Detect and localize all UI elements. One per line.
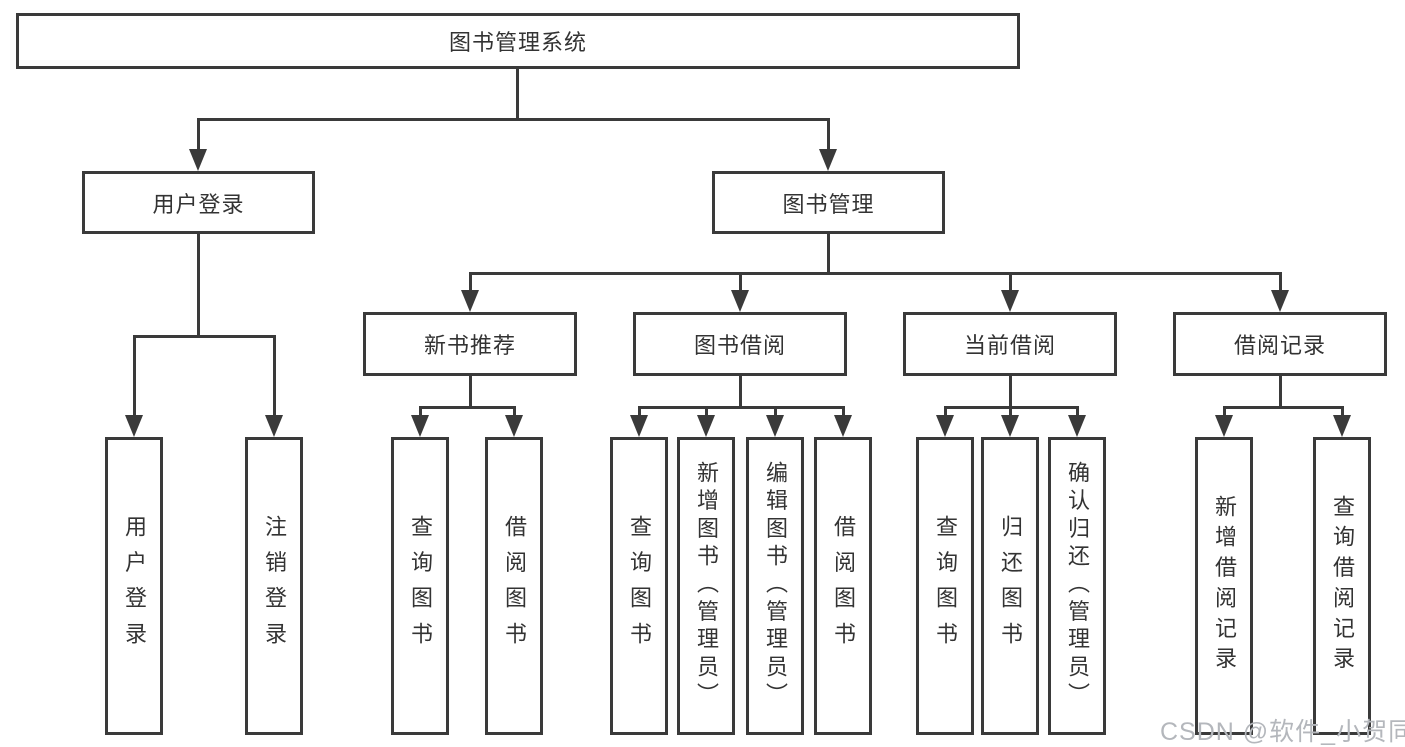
connector-line	[197, 234, 200, 335]
connector-line	[469, 272, 1282, 275]
leaf-label: 新增图书（管理员）	[694, 461, 719, 711]
node-label: 借阅记录	[1233, 333, 1326, 358]
node-label: 图书借阅	[693, 333, 786, 358]
connector-line	[638, 406, 641, 417]
leaf-borrow-books: 借阅图书	[814, 437, 872, 735]
node-book-management: 图书管理	[712, 171, 945, 234]
connector-line	[419, 406, 422, 417]
leaf-label: 借阅图书	[502, 514, 527, 658]
node-new-book-recommendation: 新书推荐	[363, 312, 577, 376]
arrowhead-icon	[1001, 290, 1019, 312]
connector-line	[705, 406, 708, 417]
leaf-user-login: 用户登录	[105, 437, 163, 735]
leaf-query-books-borrowing: 查询图书	[610, 437, 668, 735]
connector-line	[1341, 406, 1344, 417]
arrowhead-icon	[1215, 415, 1233, 437]
node-user-login: 用户登录	[82, 171, 315, 234]
connector-line	[1009, 272, 1012, 292]
node-current-borrowing: 当前借阅	[903, 312, 1117, 376]
arrowhead-icon	[697, 415, 715, 437]
node-label: 图书管理系统	[448, 30, 587, 55]
arrowhead-icon	[411, 415, 429, 437]
connector-line	[1076, 406, 1079, 417]
connector-line	[1279, 375, 1282, 406]
node-label: 用户登录	[152, 191, 245, 217]
leaf-label: 确认归还（管理员）	[1065, 461, 1090, 711]
arrowhead-icon	[125, 415, 143, 437]
connector-line	[842, 406, 845, 417]
arrowhead-icon	[189, 149, 207, 171]
leaf-query-borrowing-record: 查询借阅记录	[1313, 437, 1371, 735]
leaf-label: 查询图书	[933, 514, 958, 658]
arrowhead-icon	[1001, 415, 1019, 437]
node-label: 当前借阅	[963, 333, 1056, 358]
leaf-label: 归还图书	[998, 514, 1023, 658]
arrowhead-icon	[834, 415, 852, 437]
connector-line	[273, 335, 276, 417]
arrowhead-icon	[505, 415, 523, 437]
connector-line	[739, 375, 742, 406]
node-book-borrowing: 图书借阅	[633, 312, 847, 376]
arrowhead-icon	[1068, 415, 1086, 437]
node-borrowing-records: 借阅记录	[1173, 312, 1387, 376]
arrowhead-icon	[265, 415, 283, 437]
leaf-add-books-admin: 新增图书（管理员）	[677, 437, 735, 735]
connector-line	[1279, 272, 1282, 292]
leaf-label: 查询图书	[408, 514, 433, 658]
connector-line	[197, 118, 830, 121]
leaf-logout: 注销登录	[245, 437, 303, 735]
connector-line	[944, 406, 947, 417]
node-label: 图书管理	[782, 191, 875, 217]
arrowhead-icon	[630, 415, 648, 437]
arrowhead-icon	[1271, 290, 1289, 312]
leaf-label: 查询借阅记录	[1330, 494, 1355, 678]
leaf-query-books-current: 查询图书	[916, 437, 974, 735]
node-library-management-system: 图书管理系统	[16, 13, 1020, 69]
leaf-query-books-recommend: 查询图书	[391, 437, 449, 735]
connector-line	[774, 406, 777, 417]
arrowhead-icon	[936, 415, 954, 437]
leaf-label: 注销登录	[262, 514, 287, 658]
connector-line	[1223, 406, 1226, 417]
leaf-label: 借阅图书	[831, 514, 856, 658]
leaf-label: 用户登录	[122, 514, 147, 658]
connector-line	[469, 272, 472, 292]
connector-line	[638, 406, 845, 409]
connector-line	[516, 68, 519, 118]
arrowhead-icon	[461, 290, 479, 312]
connector-line	[133, 335, 276, 338]
connector-line	[513, 406, 516, 417]
leaf-return-books: 归还图书	[981, 437, 1039, 735]
arrowhead-icon	[766, 415, 784, 437]
arrowhead-icon	[819, 149, 837, 171]
node-label: 新书推荐	[423, 333, 516, 358]
connector-line	[739, 272, 742, 292]
connector-line	[1009, 375, 1012, 406]
arrowhead-icon	[731, 290, 749, 312]
connector-line	[469, 375, 472, 406]
connector-line	[133, 335, 136, 417]
leaf-edit-books-admin: 编辑图书（管理员）	[746, 437, 804, 735]
connector-line	[827, 118, 830, 151]
connector-line	[419, 406, 516, 409]
connector-line	[827, 233, 830, 273]
connector-line	[1009, 406, 1012, 417]
leaf-label: 查询图书	[627, 514, 652, 658]
leaf-label: 编辑图书（管理员）	[763, 461, 788, 711]
watermark: CSDN @软件_小贺同学	[1160, 718, 1405, 746]
arrowhead-icon	[1333, 415, 1351, 437]
leaf-add-borrowing-record: 新增借阅记录	[1195, 437, 1253, 735]
leaf-label: 新增借阅记录	[1212, 494, 1237, 678]
leaf-confirm-return-admin: 确认归还（管理员）	[1048, 437, 1106, 735]
connector-line	[1223, 406, 1344, 409]
leaf-borrow-books-recommend: 借阅图书	[485, 437, 543, 735]
connector-line	[197, 118, 200, 151]
